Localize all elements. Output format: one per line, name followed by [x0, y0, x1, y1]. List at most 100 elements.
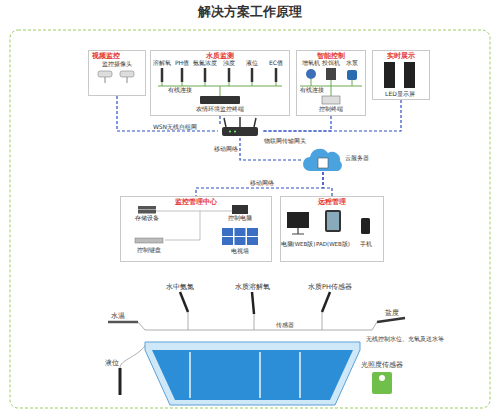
feeder-icon — [326, 68, 336, 80]
node-text: 物联网传输网关 — [264, 138, 306, 144]
network-link — [262, 116, 331, 131]
tv-wall-cell — [222, 237, 233, 245]
part-label: 水温 — [111, 313, 125, 320]
node-text: 视频监控 — [92, 53, 120, 60]
light-sensor — [372, 372, 392, 394]
part-label: 液位 — [105, 360, 119, 367]
part-label: PH值 — [175, 60, 189, 66]
link-label: 移动网络 — [250, 180, 274, 186]
router-antenna — [224, 117, 256, 127]
level-cable — [120, 346, 145, 368]
node-text: 监控管理中心 — [121, 199, 271, 206]
network-link — [196, 172, 323, 196]
part-label: 有线连接 — [300, 88, 324, 94]
wired-bus — [158, 82, 282, 96]
part-label: 液位 — [246, 60, 258, 66]
tv-wall-cell — [235, 237, 246, 245]
network-link — [262, 100, 401, 131]
tablet-screen — [327, 212, 339, 230]
node-text: 水质监测 — [151, 53, 289, 60]
camera-icon — [120, 71, 134, 77]
part-label: 控制键盘 — [137, 247, 161, 253]
level-probe — [119, 368, 122, 395]
camera-mount — [105, 77, 106, 83]
part-label: 水中氨氮 — [166, 284, 194, 291]
pond-water — [152, 350, 353, 400]
router-light — [234, 131, 236, 133]
sensor-probe — [180, 292, 188, 312]
cloud-shape — [303, 149, 342, 171]
part-label: 有线连接 — [168, 88, 192, 94]
part-label: 水质溶解氧 — [235, 284, 270, 291]
part-label: 光照度传感器 — [361, 362, 403, 369]
tv-wall-cell — [235, 228, 246, 236]
phone-icon — [361, 218, 370, 234]
network-link — [323, 172, 332, 196]
control-terminal — [322, 96, 340, 104]
device-wire — [156, 211, 232, 240]
part-label: 电视墙 — [231, 248, 249, 254]
part-label: 农情环境监控终端 — [196, 106, 244, 112]
part-label: 无线控制水位、充氧及送水等 — [366, 336, 444, 342]
cloud-node: 云服务器 — [303, 148, 343, 172]
node-text: 实时展示 — [373, 53, 429, 60]
network-link — [219, 116, 220, 124]
link-label: WSN无线自组网 — [153, 124, 197, 130]
terminal-device — [200, 96, 240, 104]
router-icon — [222, 127, 258, 136]
wired-bus — [300, 79, 362, 96]
salinity-probe — [377, 318, 405, 322]
sensor-probe — [275, 68, 278, 82]
part-label: PAD(WEB版) — [316, 242, 350, 248]
sensor-probe — [204, 68, 207, 82]
part-label: 投饵机 — [322, 60, 340, 66]
pc-icon — [232, 205, 248, 214]
temperature-probe — [108, 321, 138, 324]
light-sensor-lens — [379, 375, 385, 381]
part-label: 水泵 — [346, 60, 358, 66]
pond-divider — [190, 352, 300, 398]
tablet-icon — [325, 210, 341, 232]
node-text: 远程管理 — [281, 199, 383, 206]
part-label: 控制电脑 — [228, 215, 252, 221]
link-label: 移动网络 — [214, 146, 238, 152]
camera-icon — [98, 71, 112, 77]
camera-mount — [127, 77, 128, 83]
part-label: LED显示屏 — [385, 91, 415, 97]
node-text: 智能控制 — [297, 53, 365, 60]
part-label: EC值 — [269, 60, 283, 66]
tv-wall-cell — [222, 228, 233, 236]
pump-icon — [347, 70, 357, 80]
network-link — [240, 138, 303, 160]
led-screen — [384, 62, 395, 88]
part-label: 手机 — [360, 242, 372, 248]
network-link — [117, 96, 218, 131]
sensor-probe — [228, 68, 231, 82]
monitor-icon — [287, 212, 309, 228]
group-box: 视频监控 — [88, 50, 146, 96]
sensor-probe — [252, 292, 254, 314]
led-screen — [404, 62, 415, 88]
part-label: 氨氮浓度 — [193, 60, 217, 66]
sensor-probe — [161, 68, 164, 82]
sensor-probe — [181, 68, 184, 82]
part-label: 监控摄像头 — [102, 61, 132, 67]
sensor-wire — [138, 312, 377, 330]
outer-border — [10, 30, 490, 408]
part-label: 传感器 — [276, 322, 294, 328]
part-label: 存储设备 — [135, 215, 159, 221]
keyboard-icon — [135, 238, 163, 243]
part-label: 电脑(WEB版) — [281, 242, 316, 248]
server-icon — [318, 158, 328, 168]
tv-wall-cell — [247, 228, 258, 236]
part-label: 溶解氧 — [153, 60, 171, 66]
part-label: 盐度 — [385, 310, 399, 317]
part-label: 增氧机 — [302, 60, 320, 66]
node-text: 云服务器 — [345, 155, 369, 161]
part-label: 浊度 — [223, 60, 235, 66]
part-label: 水质PH传感器 — [308, 284, 352, 291]
diagram-title: 解决方案工作原理 — [0, 4, 500, 20]
router-light — [229, 131, 231, 133]
part-label: 控制终端 — [319, 106, 343, 112]
group-box: 远程管理 — [280, 196, 384, 262]
